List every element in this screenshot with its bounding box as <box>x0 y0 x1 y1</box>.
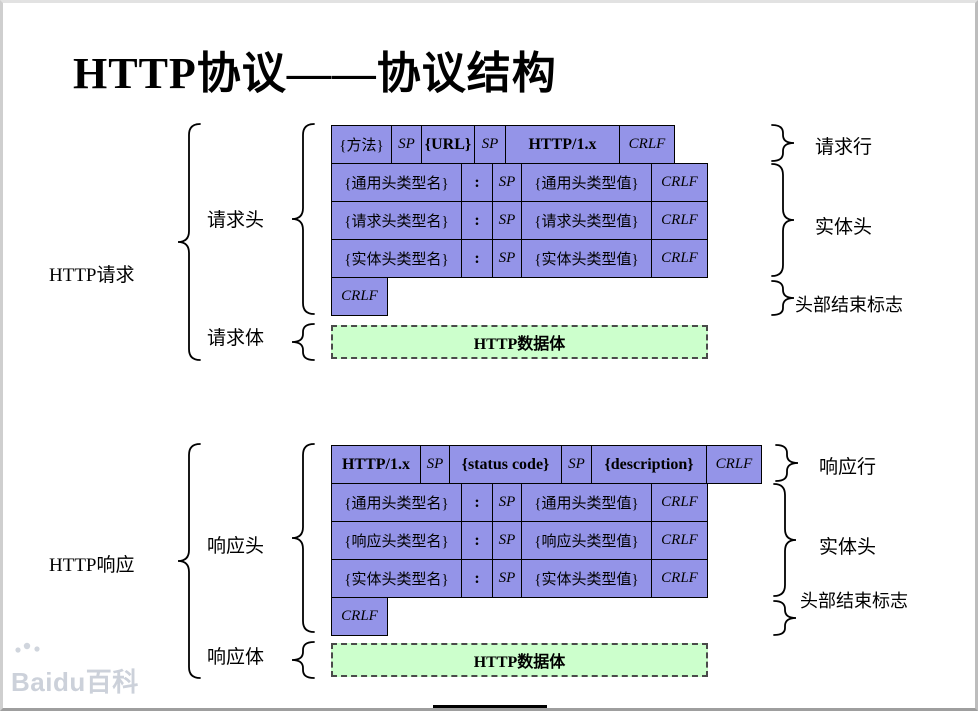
request-entity-label: 实体头 <box>815 217 873 238</box>
req-url-cell: {URL} <box>421 125 475 164</box>
resp-sp-cell: SP <box>561 445 592 484</box>
crlf-cell: CRLF <box>651 201 708 240</box>
sp-cell: SP <box>492 201 522 240</box>
response-body-label: 响应体 <box>207 647 265 668</box>
request-line-brace <box>771 124 795 162</box>
paw-icon <box>15 642 40 653</box>
request-end-crlf-row: CRLF <box>331 277 388 316</box>
request-header-end-brace <box>771 280 795 316</box>
response-entity-label: 实体头 <box>819 537 877 558</box>
colon-cell: : <box>461 483 493 522</box>
header-name-cell: {通用头类型名} <box>331 483 462 522</box>
header-name-cell: {通用头类型名} <box>331 163 462 202</box>
sp-cell: SP <box>492 163 522 202</box>
crlf-cell: CRLF <box>651 521 708 560</box>
colon-cell: : <box>461 521 493 560</box>
request-main-brace <box>177 123 201 361</box>
response-main-brace <box>177 443 201 679</box>
resp-http-version-cell: HTTP/1.x <box>331 445 421 484</box>
request-header-row: {请求头类型名} : SP {请求头类型值} CRLF <box>331 201 708 240</box>
header-value-cell: {通用头类型值} <box>521 163 652 202</box>
crlf-cell: CRLF <box>331 597 388 636</box>
header-value-cell: {实体头类型值} <box>521 239 652 278</box>
request-line-row: {方法} SP {URL} SP HTTP/1.x CRLF <box>331 125 675 164</box>
header-value-cell: {实体头类型值} <box>521 559 652 598</box>
req-sp-cell: SP <box>474 125 506 164</box>
header-name-cell: {实体头类型名} <box>331 559 462 598</box>
response-header-end-brace <box>773 600 797 636</box>
request-entity-brace <box>771 163 795 277</box>
resp-status-code-cell: {status code} <box>449 445 562 484</box>
req-crlf-cell: CRLF <box>619 125 675 164</box>
request-body-label: 请求体 <box>207 328 265 349</box>
request-body-brace <box>291 323 315 361</box>
request-head-brace <box>291 123 315 315</box>
response-header-row: {响应头类型名} : SP {响应头类型值} CRLF <box>331 521 708 560</box>
response-head-brace <box>291 443 315 633</box>
sp-cell: SP <box>492 559 522 598</box>
crlf-cell: CRLF <box>651 239 708 278</box>
page-title: HTTP协议——协议结构 <box>73 49 557 98</box>
response-end-crlf-row: CRLF <box>331 597 388 636</box>
crlf-cell: CRLF <box>651 559 708 598</box>
watermark-text: Baidu百科 <box>11 667 139 697</box>
request-head-label: 请求头 <box>207 210 265 231</box>
response-line-brace <box>775 444 799 482</box>
response-body-brace <box>291 641 315 679</box>
crlf-cell: CRLF <box>331 277 388 316</box>
colon-cell: : <box>461 559 493 598</box>
request-entity-header-row: {实体头类型名} : SP {实体头类型值} CRLF <box>331 239 708 278</box>
header-value-cell: {请求头类型值} <box>521 201 652 240</box>
resp-description-cell: {description} <box>591 445 707 484</box>
req-sp-cell: SP <box>391 125 422 164</box>
request-line-label: 请求行 <box>815 137 873 158</box>
request-section-label: HTTP请求 <box>49 265 135 286</box>
response-head-label: 响应头 <box>207 536 265 557</box>
resp-sp-cell: SP <box>420 445 450 484</box>
sp-cell: SP <box>492 483 522 522</box>
response-data-body: HTTP数据体 <box>331 643 708 677</box>
colon-cell: : <box>461 201 493 240</box>
header-name-cell: {响应头类型名} <box>331 521 462 560</box>
response-status-line-row: HTTP/1.x SP {status code} SP {descriptio… <box>331 445 762 484</box>
sp-cell: SP <box>492 521 522 560</box>
header-value-cell: {通用头类型值} <box>521 483 652 522</box>
req-http-version-cell: HTTP/1.x <box>505 125 620 164</box>
response-line-label: 响应行 <box>819 457 877 478</box>
baidu-baike-watermark: Baidu百科 <box>11 641 139 699</box>
response-entity-header-row: {实体头类型名} : SP {实体头类型值} CRLF <box>331 559 708 598</box>
bottom-bar <box>433 705 547 708</box>
response-general-header-row: {通用头类型名} : SP {通用头类型值} CRLF <box>331 483 708 522</box>
response-entity-brace <box>773 483 797 597</box>
crlf-cell: CRLF <box>651 163 708 202</box>
colon-cell: : <box>461 239 493 278</box>
request-general-header-row: {通用头类型名} : SP {通用头类型值} CRLF <box>331 163 708 202</box>
sp-cell: SP <box>492 239 522 278</box>
request-header-end-label: 头部结束标志 <box>795 295 903 315</box>
crlf-cell: CRLF <box>651 483 708 522</box>
header-value-cell: {响应头类型值} <box>521 521 652 560</box>
response-header-end-label: 头部结束标志 <box>800 591 908 611</box>
req-method-cell: {方法} <box>331 125 392 164</box>
request-data-body: HTTP数据体 <box>331 325 708 359</box>
colon-cell: : <box>461 163 493 202</box>
header-name-cell: {请求头类型名} <box>331 201 462 240</box>
response-section-label: HTTP响应 <box>49 555 135 576</box>
header-name-cell: {实体头类型名} <box>331 239 462 278</box>
resp-crlf-cell: CRLF <box>706 445 762 484</box>
